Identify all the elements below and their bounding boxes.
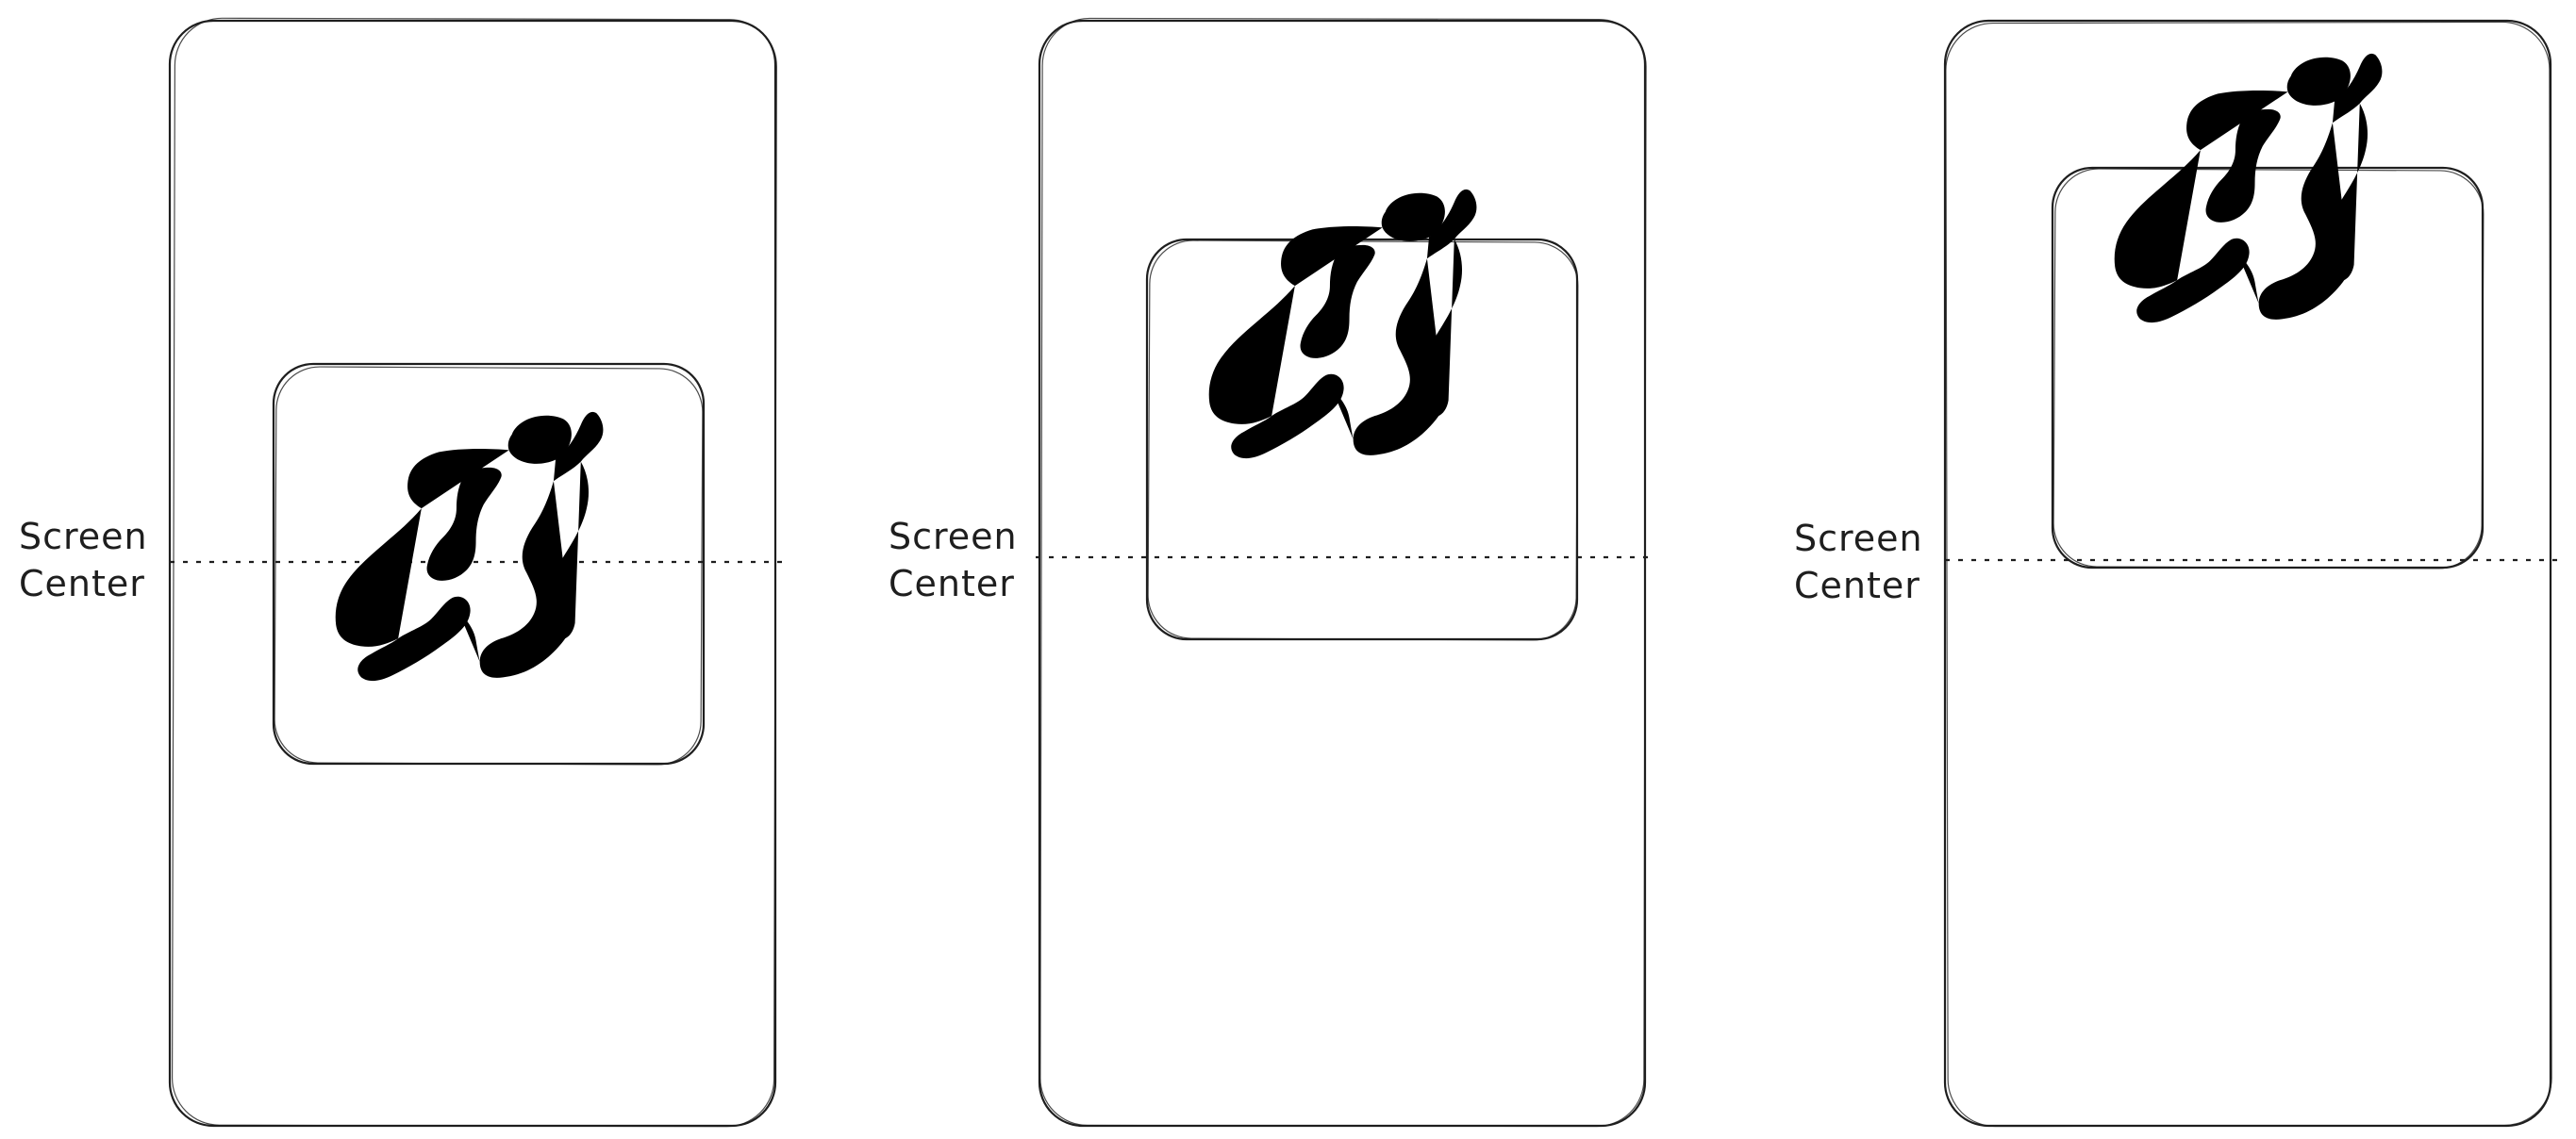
image-card-sketch: [274, 366, 704, 766]
phone-frame: [168, 19, 777, 1128]
screen-center-label-line2: Center: [889, 563, 1015, 604]
screen-center-label-line2: Center: [19, 563, 145, 604]
screen-center-label-line1: Screen: [1794, 518, 1923, 559]
phone-frame-sketch: [171, 17, 777, 1128]
flying-superhero-icon: [2114, 53, 2383, 323]
screen-center-label-line1: Screen: [889, 516, 1018, 557]
phone-frame: [1038, 19, 1647, 1128]
image-card-sketch: [2052, 168, 2485, 570]
phone-frame-sketch: [1039, 17, 1647, 1128]
panel-2: Screen Center: [889, 17, 1656, 1128]
screen-center-label-line2: Center: [1794, 565, 1920, 606]
flying-superhero-icon: [1208, 189, 1477, 459]
image-card-sketch: [1147, 239, 1579, 641]
image-card: [272, 362, 706, 766]
screen-center-label-line1: Screen: [19, 516, 148, 557]
panel-1: Screen Center: [19, 17, 790, 1128]
phone-frame-sketch: [1945, 21, 2552, 1128]
image-card: [2051, 166, 2485, 570]
panel-3: Screen Center: [1794, 19, 2566, 1128]
flying-superhero-icon: [335, 411, 604, 682]
